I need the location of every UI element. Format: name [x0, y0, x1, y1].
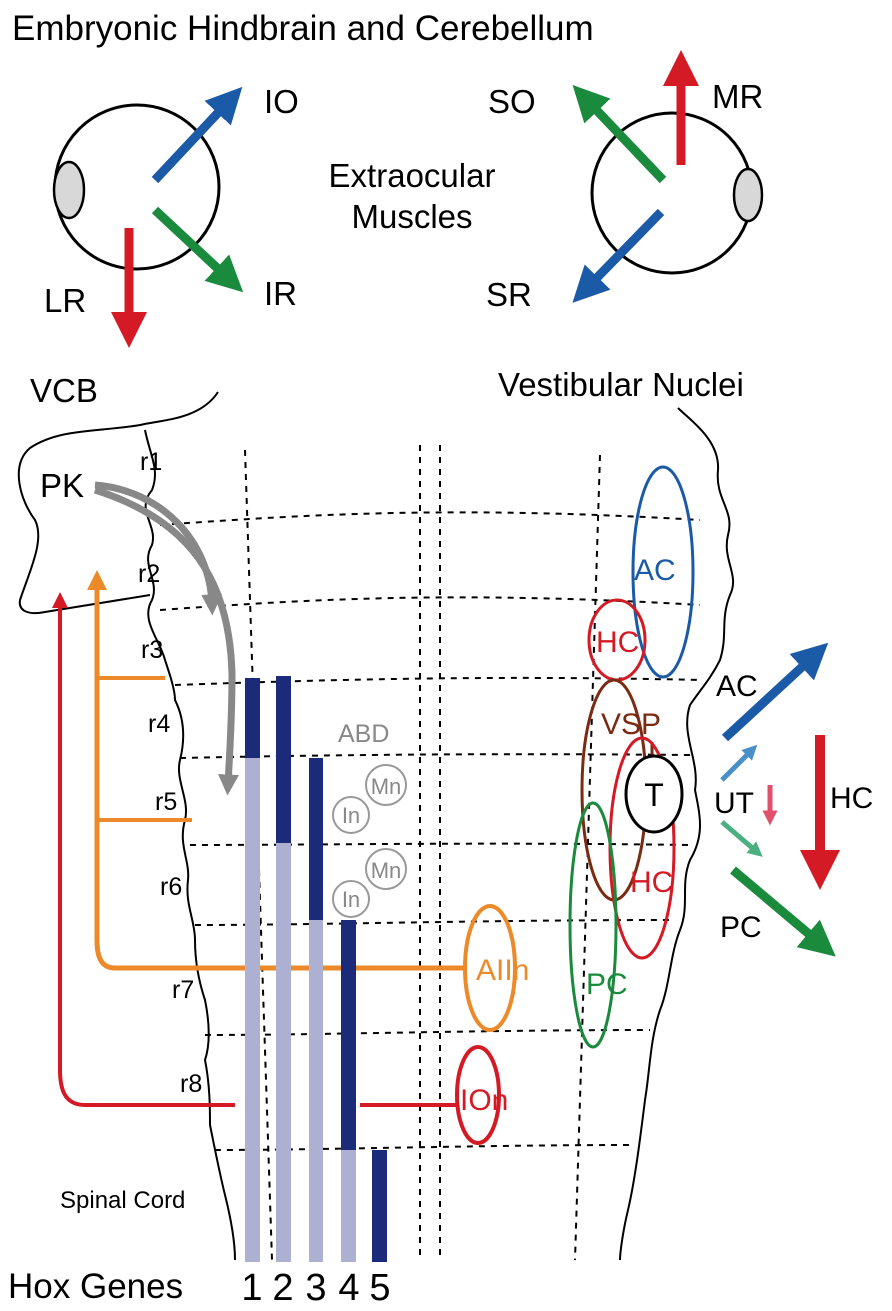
- pc-direction-label: PC: [720, 911, 762, 944]
- pc-direction-arrow: [730, 866, 836, 957]
- hox-number-2: 2: [272, 1267, 293, 1309]
- spinal-cord-label: Spinal Cord: [60, 1187, 185, 1214]
- io-label: IO: [264, 83, 299, 120]
- ut-label: UT: [714, 787, 754, 820]
- hox-1-light-segment: [245, 758, 260, 1262]
- hox-number-4: 4: [338, 1267, 359, 1309]
- hox-2-dark-segment: [276, 676, 291, 843]
- hox-1-dark-segment: [245, 678, 260, 758]
- in-label-lower: In: [342, 887, 360, 912]
- pc-region: [568, 801, 618, 1049]
- rhombomere-r6-label: r6: [160, 873, 182, 901]
- ac-direction-arrow: [721, 642, 829, 742]
- diagram-title: Embryonic Hindbrain and Cerebellum: [12, 9, 594, 48]
- aiin-projection-arrow: [87, 570, 464, 971]
- io-arrow: [151, 86, 243, 184]
- left-cornea: [52, 160, 86, 220]
- ac-direction-label: AC: [716, 670, 758, 703]
- rhombomere-r2-label: r2: [138, 560, 160, 588]
- hox-number-1: 1: [241, 1267, 262, 1309]
- grid-col-4: [574, 454, 601, 1261]
- hox-4-light-segment: [341, 1150, 356, 1262]
- hox-4-dark-segment: [341, 920, 356, 1150]
- in-label-upper: In: [342, 803, 360, 828]
- vestibular-nuclei-label: Vestibular Nuclei: [498, 366, 744, 403]
- rhombomere-grid: [159, 445, 701, 1261]
- motoneurons-group-upper: Mn In: [332, 764, 407, 834]
- grid-col-1: [244, 449, 273, 1261]
- lr-label: LR: [44, 282, 86, 319]
- grid-line-6: [194, 919, 671, 926]
- mn-circle-upper: [365, 764, 407, 806]
- hox-number-5: 5: [369, 1267, 390, 1309]
- grid-line-5: [189, 842, 691, 846]
- t-region: [624, 754, 684, 834]
- pk-label: PK: [40, 467, 84, 504]
- mn-label-upper: Mn: [371, 774, 402, 799]
- pk-projection-lower: [93, 486, 240, 796]
- ir-label: IR: [264, 275, 297, 312]
- hox-5-dark-segment: [372, 1150, 387, 1262]
- aiin-label: AIIn: [476, 954, 529, 987]
- ion-label: IOn: [460, 1084, 508, 1117]
- ut-green-arrow: [720, 820, 763, 857]
- hox-number-3: 3: [305, 1267, 326, 1309]
- hc-region-upper-label: HC: [596, 626, 639, 659]
- mn-circle-lower: [365, 848, 407, 890]
- mn-label-lower: Mn: [371, 858, 402, 883]
- rhombomere-r1-label: r1: [140, 448, 162, 476]
- sr-arrow: [572, 208, 665, 303]
- rhombomere-r4-label: r4: [148, 710, 170, 738]
- in-circle-lower: [332, 880, 370, 918]
- aiin-nucleus: [463, 904, 517, 1032]
- rhombomere-r8-label: r8: [180, 1070, 202, 1098]
- right-cornea: [732, 167, 764, 223]
- extraocular-label: Extraocular: [329, 157, 496, 194]
- cerebellum-outline: [17, 391, 219, 615]
- rhombomere-r5-label: r5: [155, 788, 177, 816]
- ir-arrow: [151, 206, 244, 293]
- hc-region-lower-label: HC: [630, 866, 673, 899]
- hox-gene-bars: [245, 676, 387, 1262]
- grid-line-4: [179, 753, 691, 759]
- grid-line-1: [159, 511, 701, 526]
- in-circle-upper: [332, 796, 370, 834]
- hindbrain-right-edge: [619, 407, 735, 1261]
- hox-3-light-segment: [309, 920, 323, 1262]
- t-region-label: T: [644, 777, 664, 813]
- so-label: SO: [488, 83, 536, 120]
- ac-region-label: AC: [634, 554, 676, 587]
- grid-line-8: [214, 1144, 631, 1151]
- ion-projection-arrow: [52, 592, 235, 1107]
- hc-direction-label: HC: [830, 782, 873, 815]
- vsp-label: VSP: [601, 708, 661, 741]
- ac-region: [631, 465, 695, 679]
- abd-label: ABD: [338, 720, 389, 748]
- rhombomere-r7-label: r7: [172, 976, 194, 1004]
- grid-line-2: [159, 596, 701, 611]
- motoneurons-group-lower: Mn In: [332, 848, 407, 918]
- sr-label: SR: [486, 276, 532, 313]
- ion-nucleus: [455, 1045, 501, 1145]
- rhombomere-r3-label: r3: [141, 636, 163, 664]
- mr-label: MR: [712, 78, 763, 115]
- ut-blue-arrow: [720, 744, 758, 782]
- hox-3-dark-segment: [309, 758, 323, 920]
- hox-genes-label: Hox Genes: [8, 1267, 183, 1306]
- pc-region-label: PC: [586, 968, 628, 1001]
- so-arrow: [572, 84, 667, 184]
- hox-2-light-segment: [276, 843, 291, 1262]
- muscles-label: Muscles: [351, 198, 472, 235]
- vcb-label: VCB: [30, 372, 98, 409]
